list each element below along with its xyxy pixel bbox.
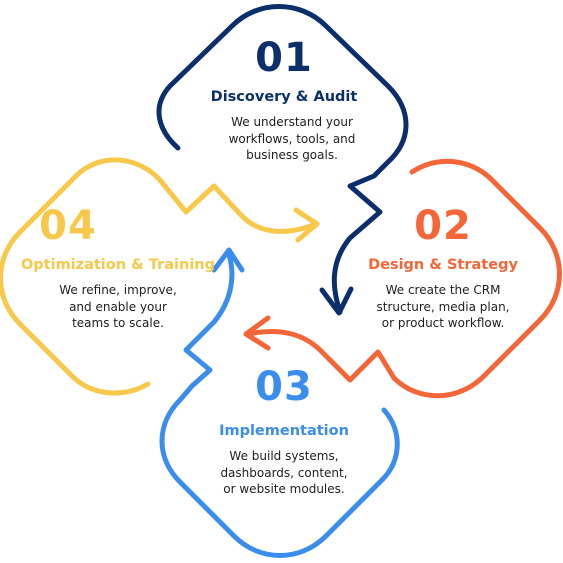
step-2-description: We create the CRM structure, media plan,… <box>343 282 543 332</box>
step-4-loop-path <box>0 157 319 396</box>
step-3-number: 03 <box>255 364 313 410</box>
step-3-description-line: dashboards, content, <box>220 465 348 480</box>
step-1-description-line: business goals. <box>246 148 338 162</box>
step-3: 03 Implementation We build systems, dash… <box>184 365 384 498</box>
step-2-description-line: or product workflow. <box>381 316 505 330</box>
step-4-title: Optimization & Training <box>20 257 216 273</box>
step-1-description-line: workflows, tools, and <box>228 131 356 146</box>
step-2-description-line: structure, media plan, <box>376 299 510 314</box>
step-1-number: 01 <box>255 35 313 81</box>
step-1-title: Discovery & Audit <box>210 89 358 105</box>
step-4-arrow-head <box>293 207 320 243</box>
step-4-description: We refine, improve, and enable your team… <box>18 282 218 332</box>
step-2-description-line: We create the CRM <box>385 283 501 297</box>
step-2-title: Design & Strategy <box>368 257 518 273</box>
step-3-loop-path <box>159 249 400 558</box>
step-4-description-line: teams to scale. <box>72 316 164 330</box>
step-4-number: 04 <box>39 203 97 249</box>
step-1-loop-path <box>156 4 409 315</box>
step-2-loop <box>243 158 562 399</box>
step-2-arrow-head <box>243 315 271 351</box>
step-3-description-line: We build systems, <box>229 449 339 463</box>
step-4-description-line: We refine, improve, <box>59 283 177 297</box>
step-1-description-line: We understand your <box>231 115 353 129</box>
step-4-loop <box>0 157 320 396</box>
step-4-description-line: and enable your <box>69 299 167 314</box>
step-1-loop <box>156 4 409 316</box>
step-3-title: Implementation <box>219 423 349 439</box>
step-2: 02 Design & Strategy We create the CRM s… <box>343 204 543 332</box>
step-3-description: We build systems, dashboards, content, o… <box>184 448 384 498</box>
step-3-arrow-head <box>211 247 245 273</box>
step-1-arrow-head <box>319 286 354 316</box>
step-4: 04 Optimization & Training We refine, im… <box>18 204 218 332</box>
step-3-description-line: or website modules. <box>223 482 345 496</box>
step-1-description: We understand your workflows, tools, and… <box>200 114 384 164</box>
step-1: 01 Discovery & Audit We understand your … <box>184 36 384 164</box>
step-2-loop-path <box>245 158 562 399</box>
step-2-number: 02 <box>414 203 472 249</box>
step-3-loop <box>159 247 400 558</box>
